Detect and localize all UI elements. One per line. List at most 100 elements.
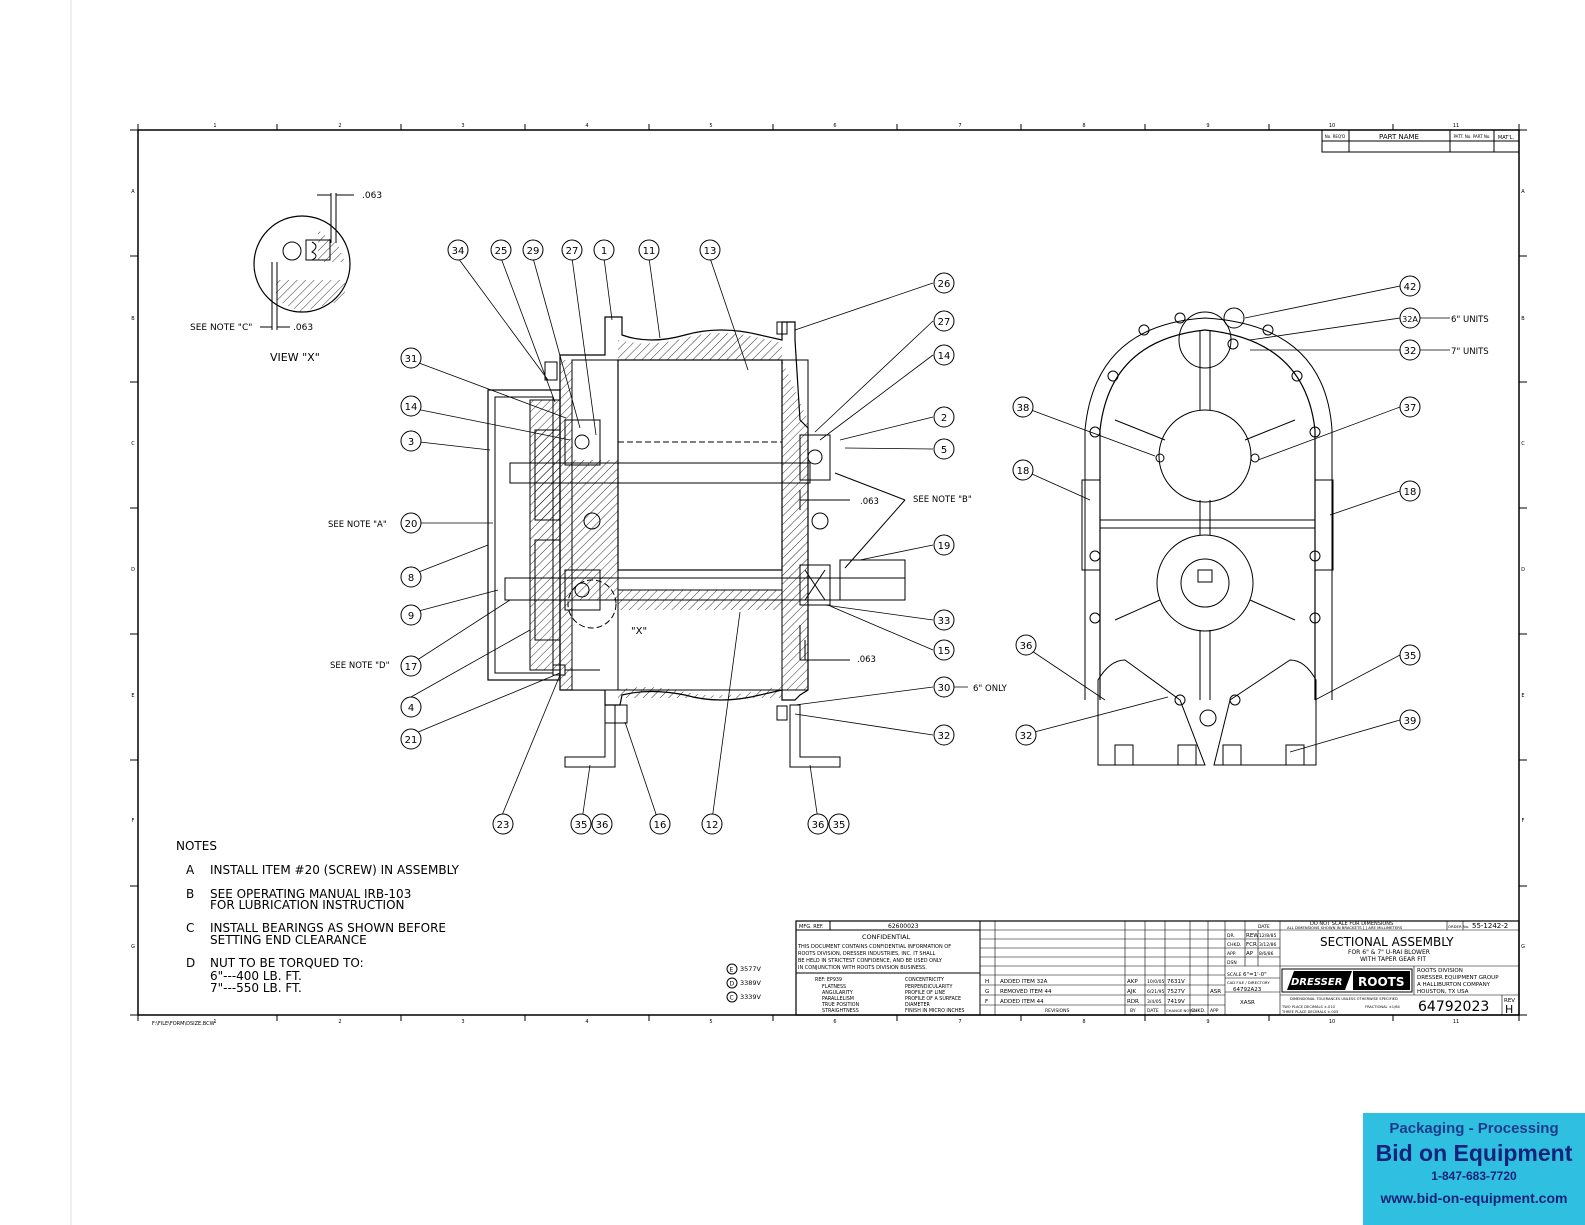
balloon-b2 — [933, 406, 955, 428]
row-letter: E — [1521, 693, 1524, 699]
see-note-b: SEE NOTE "B" — [913, 495, 972, 505]
svg-text:TWO PLACE DECIMALS ±.010: TWO PLACE DECIMALS ±.010 — [1281, 1005, 1336, 1009]
balloon-label-b5: 5 — [941, 445, 947, 456]
logo-roots: ROOTS — [1358, 975, 1404, 989]
row-letter: A — [131, 189, 135, 195]
balloon-label-b30: 30 — [938, 683, 951, 694]
col-number: 8 — [1082, 1019, 1085, 1025]
end-view — [1081, 307, 1334, 766]
svg-text:G: G — [985, 989, 989, 995]
view-x-dim-top: .063 — [362, 191, 382, 201]
balloon-label-b8: 8 — [408, 573, 414, 584]
bid-on-equipment-ad[interactable]: Packaging - Processing Bid on Equipment … — [1363, 1113, 1585, 1225]
col-number: 4 — [585, 123, 588, 129]
balloon-label-b32b: 32 — [1404, 346, 1417, 357]
svg-text:DRESSER EQUIPMENT GROUP: DRESSER EQUIPMENT GROUP — [1417, 975, 1499, 981]
note-d-letter: D — [186, 956, 195, 970]
balloon-label-b34: 34 — [452, 246, 465, 257]
balloon-b1 — [593, 239, 615, 261]
row-letter: B — [1521, 316, 1525, 322]
svg-text:ROOTS DIVISION: ROOTS DIVISION — [1417, 968, 1463, 974]
svg-text:ORDER No.: ORDER No. — [1448, 924, 1469, 929]
balloon-label-b32c: 32 — [1020, 731, 1033, 742]
balloon-b11 — [638, 239, 660, 261]
svg-text:7527V: 7527V — [1167, 989, 1185, 995]
col-number: 5 — [709, 1019, 712, 1025]
svg-text:THIS DOCUMENT CONTAINS CONFIDE: THIS DOCUMENT CONTAINS CONFIDENTIAL INFO… — [797, 944, 951, 950]
parts-part-name: PART NAME — [1379, 133, 1419, 141]
svg-text:8/6/86: 8/6/86 — [1259, 951, 1274, 957]
svg-text:3339V: 3339V — [740, 993, 762, 1001]
balloon-label-b19: 19 — [938, 541, 951, 552]
svg-text:ANGULARITY: ANGULARITY — [822, 990, 853, 996]
balloon-label-b32A: 32A — [1402, 315, 1418, 324]
note-d-line1: NUT TO BE TORQUED TO: — [210, 956, 364, 970]
svg-text:CHANGE NOTICE: CHANGE NOTICE — [1166, 1008, 1198, 1013]
balloon-label-b16: 16 — [654, 820, 667, 831]
svg-text:C: C — [730, 995, 734, 1002]
balloon-b20 — [400, 512, 422, 534]
balloon-label-b35b: 35 — [833, 820, 846, 831]
svg-text:3577V: 3577V — [740, 965, 762, 973]
balloon-label-b33: 33 — [938, 616, 951, 627]
row-letter: D — [1521, 567, 1525, 573]
balloon-label-b23: 23 — [497, 820, 510, 831]
confidential-title: CONFIDENTIAL — [862, 933, 910, 941]
col-number: 9 — [1206, 123, 1209, 129]
parts-no-reqd: No. REQ'D — [1325, 134, 1346, 139]
svg-text:AP: AP — [1246, 951, 1254, 957]
balloon-label-b17: 17 — [405, 662, 418, 673]
drawing-number: 64792023 — [1418, 999, 1489, 1015]
balloon-label-b27a: 27 — [566, 246, 579, 257]
balloon-label-b36a: 36 — [596, 820, 609, 831]
sectional-view — [487, 316, 906, 768]
col-number: 5 — [709, 123, 712, 129]
svg-text:PARALLELISM: PARALLELISM — [822, 996, 854, 1002]
col-number: 3 — [461, 123, 464, 129]
svg-text:12/8/85: 12/8/85 — [1259, 933, 1276, 939]
six-units: 6" UNITS — [1451, 315, 1489, 325]
file-path: F:\FILE\FORM\DSIZE.BCW — [152, 1021, 215, 1027]
row-letter: E — [131, 693, 134, 699]
see-note-d: SEE NOTE "D" — [330, 661, 390, 671]
parts-patt-no: PATT. No. PART No. — [1453, 134, 1490, 139]
balloon-label-b18a: 18 — [1017, 466, 1030, 477]
balloon-b39 — [1399, 709, 1421, 731]
col-number: 11 — [1453, 123, 1459, 129]
balloon-label-b14a: 14 — [405, 402, 418, 413]
svg-text:3/4/05: 3/4/05 — [1147, 999, 1162, 1005]
svg-text:DATE: DATE — [1258, 924, 1270, 930]
svg-text:AKP: AKP — [1127, 979, 1138, 985]
balloon-label-b15: 15 — [938, 646, 951, 657]
svg-text:A HALLIBURTON COMPANY: A HALLIBURTON COMPANY — [1417, 982, 1491, 988]
balloon-label-b4: 4 — [408, 703, 414, 714]
balloon-b32A — [1399, 307, 1421, 329]
svg-text:REV: REV — [1504, 998, 1515, 1004]
mfg-ref-label: MFG. REF. — [799, 924, 824, 930]
view-x-detail: .063 SEE NOTE "C" .063 VIEW "X" — [190, 191, 382, 364]
note-d-line2: 6"---400 LB. FT. — [210, 969, 302, 983]
svg-text:DSN: DSN — [1227, 960, 1237, 966]
balloon-label-b35a: 35 — [575, 820, 588, 831]
see-note-a: SEE NOTE "A" — [328, 520, 387, 530]
svg-text:3389V: 3389V — [740, 979, 762, 987]
col-number: 2 — [338, 123, 341, 129]
balloon-label-b39: 39 — [1404, 716, 1417, 727]
balloon-b27a — [561, 239, 583, 261]
balloon-label-b20: 20 — [405, 519, 418, 530]
svg-text:ASR: ASR — [1210, 989, 1221, 995]
balloon-label-b38: 38 — [1017, 403, 1030, 414]
balloon-label-b3: 3 — [408, 437, 414, 448]
view-x-note-ref: SEE NOTE "C" — [190, 323, 252, 333]
balloon-b18b — [1399, 480, 1421, 502]
ad-website[interactable]: www.bid-on-equipment.com — [1380, 1190, 1568, 1206]
balloon-b19 — [933, 534, 955, 556]
balloon-label-b9: 9 — [408, 611, 414, 622]
balloon-b13 — [699, 239, 721, 261]
balloon-b3 — [400, 430, 422, 452]
svg-text:APP: APP — [1210, 1008, 1219, 1014]
balloon-label-b14b: 14 — [938, 351, 951, 362]
svg-text:REF: EP939: REF: EP939 — [815, 977, 842, 983]
svg-text:TRUE POSITION: TRUE POSITION — [821, 1002, 860, 1008]
